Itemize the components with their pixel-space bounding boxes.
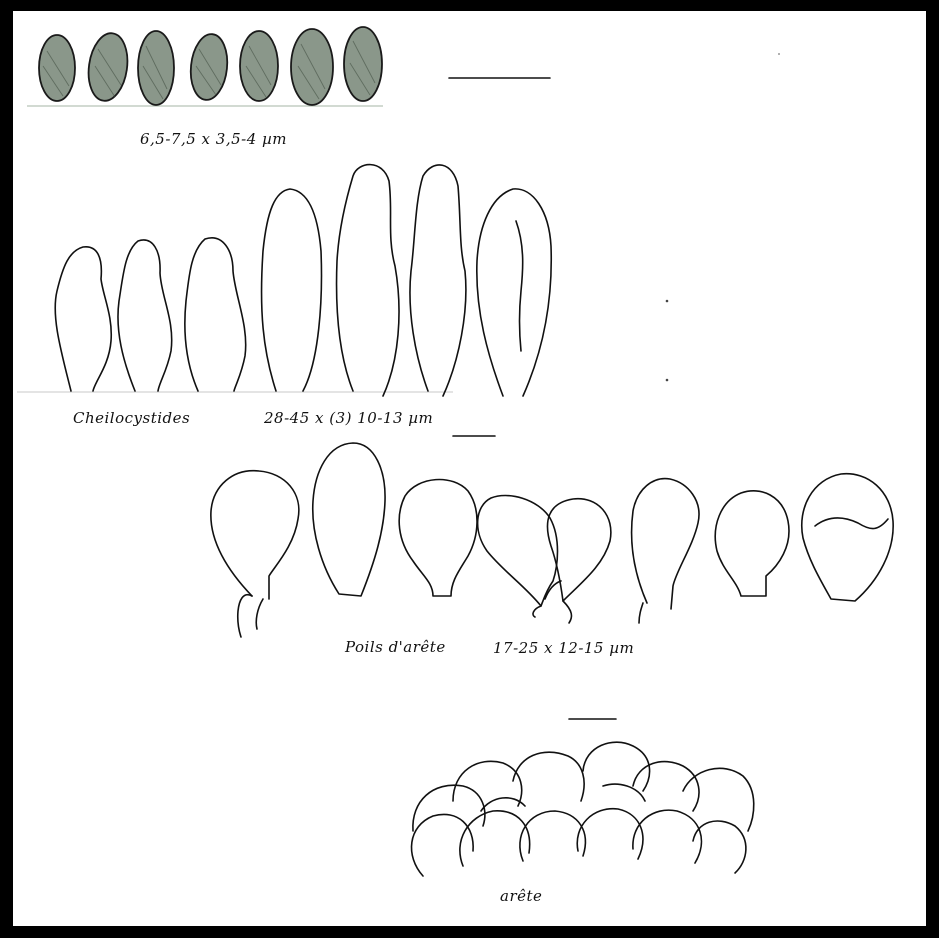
cheilocystidia-label: Cheilocystides [73, 409, 190, 427]
edge-hair-4 [478, 495, 558, 606]
cheilocystidium-1 [55, 247, 111, 391]
speck [666, 300, 669, 303]
cheilocystidia-size-label: 28-45 x (3) 10-13 µm [264, 409, 433, 427]
cheilocystidium-2 [118, 240, 172, 391]
edge-hair-6 [632, 479, 699, 609]
edge-hair-2 [313, 443, 385, 596]
speck [666, 379, 669, 382]
spores-group [27, 27, 383, 106]
edge-hair-1 [211, 471, 299, 599]
drawing-sheet: 6,5-7,5 x 3,5-4 µm Cheilocystides 28-45 … [10, 8, 929, 929]
cheilocystidium-7 [477, 189, 551, 396]
edge-group [412, 742, 754, 876]
speck [778, 53, 780, 55]
spore-4 [188, 32, 231, 101]
cheilocystidium-3 [185, 238, 246, 391]
edge-label: arête [500, 887, 542, 905]
cheilocystidium-6 [410, 165, 466, 396]
spore-size-label: 6,5-7,5 x 3,5-4 µm [140, 130, 287, 148]
edge-hairs-group [211, 443, 893, 637]
edge-hair-3 [399, 480, 477, 596]
edge-hairs-label: Poils d'arête [345, 638, 446, 656]
cheilocystidia-group [17, 165, 551, 396]
spore-6 [291, 29, 333, 105]
edge-hairs-size-label: 17-25 x 12-15 µm [493, 639, 634, 657]
spore-5 [240, 31, 278, 101]
spore-3 [138, 31, 174, 105]
spore-7 [344, 27, 382, 101]
cheilocystidium-5 [337, 165, 399, 396]
microscopy-drawing [13, 11, 926, 926]
spore-2 [84, 31, 131, 104]
edge-hair-8 [802, 474, 893, 601]
cheilocystidium-4 [262, 189, 322, 391]
edge-hair-7 [715, 491, 789, 596]
